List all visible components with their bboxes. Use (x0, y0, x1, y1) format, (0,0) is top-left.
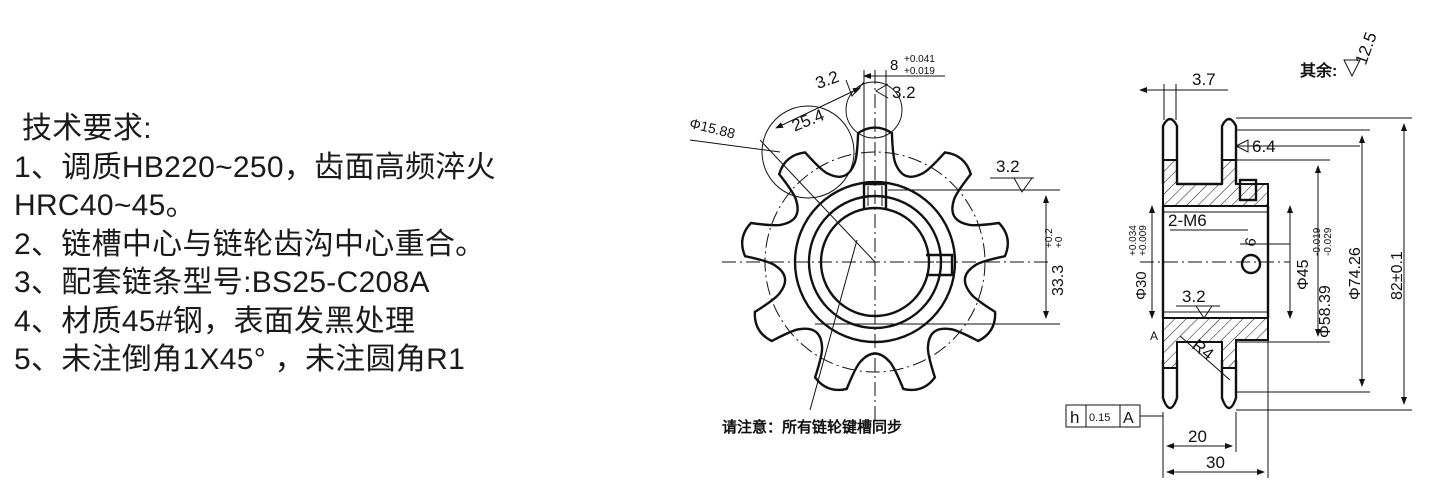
note-line-5: 4、材质45#钢，表面发黑处理 (14, 304, 416, 338)
setscrew-hole (926, 253, 954, 277)
bore-circle (819, 206, 931, 318)
keyway-tol: +0.2 (1044, 228, 1055, 248)
gdt-value: 0.15 (1089, 412, 1110, 424)
key-tol-lower: +0.019 (904, 66, 935, 77)
pitch-value: 25.4 (789, 105, 827, 135)
d-58-tol-upper: -0.019 (1312, 227, 1323, 256)
note-line-6: 5、未注倒角1X45° ，未注圆角R1 (14, 343, 466, 376)
d-58: Φ58.39 (1317, 285, 1334, 338)
hatched-bottom (1162, 317, 1269, 369)
rough-side-symbol (1013, 177, 1033, 193)
width-top: 3.7 (1192, 70, 1216, 89)
sprocket-outline (740, 126, 1010, 392)
thread-label: 2-M6 (1168, 211, 1207, 230)
gdt-datum: A (1123, 410, 1134, 427)
rough-bore: 3.2 (1182, 287, 1206, 306)
dim-6-4: 6.4 (1252, 137, 1276, 156)
rough-side: 3.2 (996, 157, 1020, 176)
other-label: 其余: (1300, 61, 1337, 80)
notes-title: 技术要求: (22, 112, 152, 145)
dim-6: 6 (1242, 236, 1261, 248)
section-view: 其余: 12.5 3.7 (1065, 30, 1412, 478)
bore-tol-lower: +0.009 (1138, 225, 1149, 256)
note-line-1: 1、调质HB220~250，齿面高频淬火 (14, 150, 496, 184)
keyway-note: 请注意：所有链轮键槽同步 (722, 418, 902, 436)
note-line-4: 3、配套链条型号:BS25-C208A (14, 266, 430, 299)
key-width: 8 (890, 57, 898, 74)
width-20: 20 (1188, 427, 1207, 446)
rough-right: 3.2 (892, 83, 916, 102)
gdt-symbol: h (1070, 408, 1079, 427)
front-view: 8 +0.041 +0.019 3.2 3.2 25.4 Φ15.88 3.2 … (688, 54, 1067, 436)
note-line-2: HRC40~45。 (14, 189, 196, 222)
key-tol-upper: +0.041 (904, 54, 935, 65)
hub-inner-circle (807, 194, 943, 330)
width-30: 30 (1206, 453, 1225, 472)
roller-dia: Φ15.88 (688, 115, 737, 142)
rough-left: 3.2 (813, 67, 842, 93)
other-rough: 12.5 (1352, 30, 1381, 68)
keyway (862, 182, 888, 209)
hub-dia: Φ45 (1295, 259, 1312, 290)
rough-left-symbol (845, 79, 865, 97)
technical-requirements: 技术要求: 1、调质HB220~250，齿面高频淬火 HRC40~45。 2、链… (14, 110, 574, 380)
rough-right-symbol (875, 83, 889, 99)
d-82: 82±0.1 (1389, 251, 1406, 300)
gdt-frame: h 0.15 A (1065, 404, 1163, 428)
d-58-tol-lower: -0.029 (1323, 227, 1334, 256)
bore-dia: Φ30 (1133, 271, 1150, 300)
note-line-3: 2、链槽中心与链轮齿沟中心重合。 (14, 227, 486, 261)
keyway-depth: 33.3 (1050, 265, 1067, 296)
bore-tol-upper: +0.034 (1128, 225, 1139, 256)
datum-mark: A (1150, 329, 1158, 343)
other-rough-symbol (1343, 59, 1361, 78)
setscrew-circle (1240, 253, 1262, 275)
d-74: Φ74.26 (1347, 247, 1364, 300)
keyway-tol2: +0 (1054, 236, 1065, 248)
